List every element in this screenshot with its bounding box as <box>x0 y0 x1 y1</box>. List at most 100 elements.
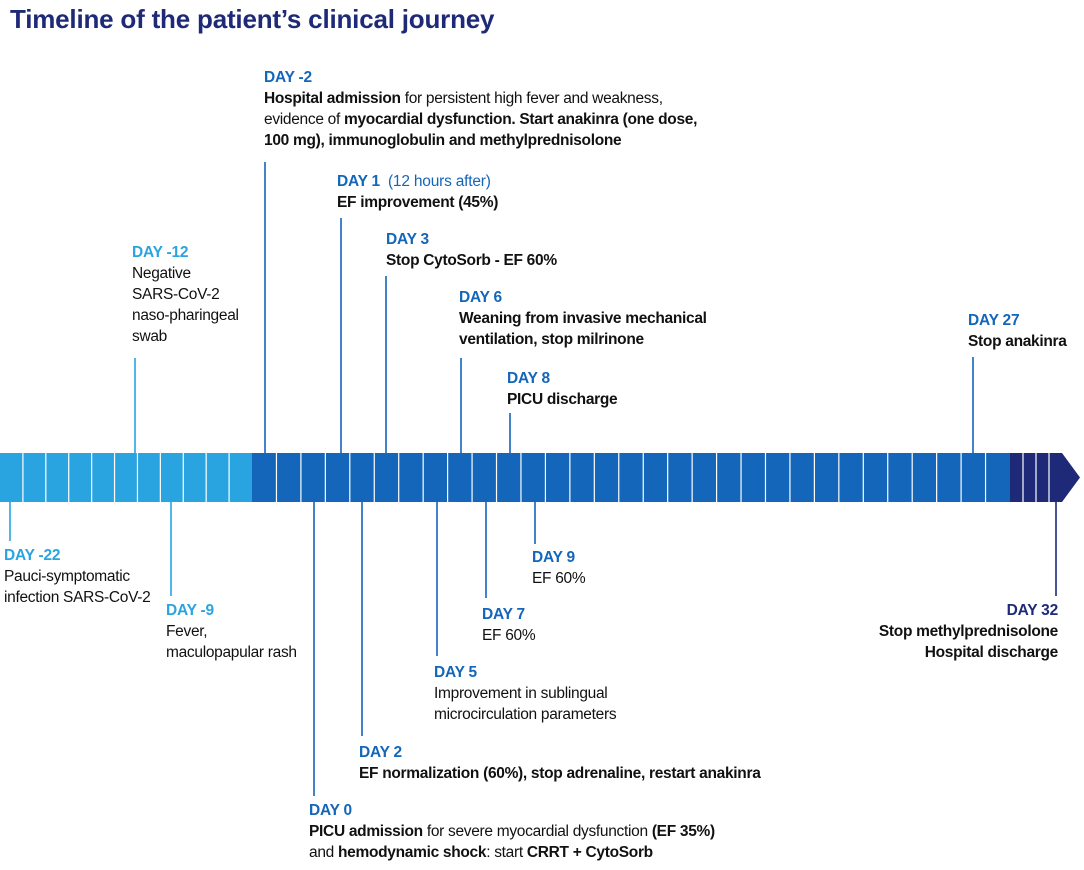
event-day-minus-22: DAY -22 Pauci-symptomatic infection SARS-… <box>4 546 151 608</box>
event-day-8: DAY 8 PICU discharge <box>507 369 618 410</box>
event-description-line: Stop CytoSorb - EF 60% <box>386 250 557 271</box>
event-text: for persistent high fever and weakness, <box>400 90 663 107</box>
timeline-day-cells <box>22 453 1050 502</box>
event-description-line: Pauci-symptomatic <box>4 566 151 587</box>
event-description-line: naso-pharingeal <box>132 305 239 326</box>
event-text-bold: Hospital admission <box>264 90 401 107</box>
event-description-line: EF normalization (60%), stop adrenaline,… <box>359 763 761 784</box>
event-description-line: 100 mg), immunoglobulin and methylpredni… <box>264 130 697 151</box>
event-text-bold: Weaning from invasive mechanical <box>459 310 707 327</box>
event-text: for severe myocardial dysfunction <box>422 823 652 840</box>
event-day-label: DAY -9 <box>166 601 297 621</box>
event-text-bold: Hospital discharge <box>924 644 1059 661</box>
event-text-bold: PICU discharge <box>507 391 618 408</box>
event-day-label: DAY 7 <box>482 605 535 625</box>
event-description-line: EF 60% <box>532 568 586 589</box>
event-description-line: ventilation, stop milrinone <box>459 329 707 350</box>
event-day-label: DAY -2 <box>264 68 697 88</box>
event-day-5: DAY 5 Improvement in sublingual microcirc… <box>434 663 617 725</box>
event-description: PICU discharge <box>507 389 618 410</box>
timeline-bar <box>0 453 1080 502</box>
event-text-bold: myocardial dysfunction. Start anakinra (… <box>344 111 698 128</box>
event-text: evidence of <box>264 111 344 128</box>
event-description-line: evidence of myocardial dysfunction. Star… <box>264 109 697 130</box>
event-description: EF improvement (45%) <box>337 192 498 213</box>
event-day-text: DAY 2 <box>359 744 402 761</box>
event-description-line: swab <box>132 326 239 347</box>
event-text: maculopapular rash <box>166 644 297 661</box>
event-day-27: DAY 27 Stop anakinra <box>968 311 1067 352</box>
event-day-text: DAY 9 <box>532 549 575 566</box>
event-day-text: DAY 27 <box>968 312 1020 329</box>
event-day-minus-9: DAY -9 Fever, maculopapular rash <box>166 601 297 663</box>
event-day-label: DAY 0 <box>309 801 715 821</box>
event-day-label: DAY -22 <box>4 546 151 566</box>
event-day-text: DAY -9 <box>166 602 214 619</box>
event-day-text: DAY 5 <box>434 664 477 681</box>
event-text: EF 60% <box>532 570 586 587</box>
event-day-label: DAY 8 <box>507 369 617 389</box>
timeline-segment-early <box>0 453 252 502</box>
timeline-segment-mid <box>252 453 1010 502</box>
event-day-text: DAY 32 <box>1006 602 1059 619</box>
event-description: Hospital admission for persistent high f… <box>264 88 697 151</box>
event-day-2: DAY 2 EF normalization (60%), stop adren… <box>359 743 761 784</box>
event-description-line: Fever, <box>166 621 297 642</box>
event-text: naso-pharingeal <box>132 307 239 324</box>
event-day-text: DAY -22 <box>4 547 61 564</box>
event-description: Weaning from invasive mechanical ventilat… <box>459 308 707 350</box>
event-text: Negative <box>132 265 191 282</box>
event-day-7: DAY 7 EF 60% <box>482 605 536 646</box>
event-day-1: DAY 1(12 hours after) EF improvement (45… <box>337 172 498 213</box>
event-day-minus-2: DAY -2 Hospital admission for persistent… <box>264 68 697 151</box>
event-text-bold: Stop CytoSorb - EF 60% <box>386 252 557 269</box>
event-text: Improvement in sublingual <box>434 685 608 702</box>
event-description: EF 60% <box>532 568 586 589</box>
event-description-line: PICU discharge <box>507 389 618 410</box>
event-text-bold: Stop methylprednisolone <box>878 623 1058 640</box>
event-text-bold: hemodynamic shock <box>337 844 487 861</box>
event-description: Stop anakinra <box>968 331 1067 352</box>
event-description-line: infection SARS-CoV-2 <box>4 587 151 608</box>
event-description-line: PICU admission for severe myocardial dys… <box>309 821 715 842</box>
event-text-bold: PICU admission <box>309 823 423 840</box>
event-day-text: DAY 8 <box>507 370 550 387</box>
event-description-line: Hospital discharge <box>879 642 1059 663</box>
event-text-bold: (EF 35%) <box>651 823 715 840</box>
event-day-label: DAY 2 <box>359 743 761 763</box>
event-text: Pauci-symptomatic <box>4 568 130 585</box>
event-text-bold: EF normalization (60%), stop adrenaline,… <box>359 765 761 782</box>
event-day-3: DAY 3 Stop CytoSorb - EF 60% <box>386 230 557 271</box>
event-day-label: DAY 27 <box>968 311 1067 331</box>
event-day-label: DAY 9 <box>532 548 585 568</box>
event-text: : start <box>486 844 527 861</box>
event-text: microcirculation parameters <box>434 706 617 723</box>
event-description-line: and hemodynamic shock: start CRRT + Cyto… <box>309 842 715 863</box>
event-day-note: (12 hours after) <box>387 173 491 190</box>
event-text: SARS-CoV-2 <box>132 286 220 303</box>
event-day-text: DAY 7 <box>482 606 525 623</box>
event-description: Fever, maculopapular rash <box>166 621 297 663</box>
event-text: Fever, <box>166 623 208 640</box>
event-description: Pauci-symptomatic infection SARS-CoV-2 <box>4 566 151 608</box>
event-text: EF 60% <box>482 627 536 644</box>
event-description-line: EF improvement (45%) <box>337 192 498 213</box>
event-description-line: maculopapular rash <box>166 642 297 663</box>
event-text-bold: CRRT + CytoSorb <box>526 844 653 861</box>
event-day-label: DAY -12 <box>132 243 239 263</box>
event-description: PICU admission for severe myocardial dys… <box>309 821 715 863</box>
event-text: infection SARS-CoV-2 <box>4 589 151 606</box>
event-description: EF 60% <box>482 625 536 646</box>
event-description-line: Stop methylprednisolone <box>879 621 1058 642</box>
event-day-text: DAY -12 <box>132 244 189 261</box>
event-day-text: DAY 0 <box>309 802 352 819</box>
event-text-bold: EF improvement (45%) <box>337 194 499 211</box>
event-day-label: DAY 1(12 hours after) <box>337 172 498 192</box>
event-description-line: SARS-CoV-2 <box>132 284 239 305</box>
